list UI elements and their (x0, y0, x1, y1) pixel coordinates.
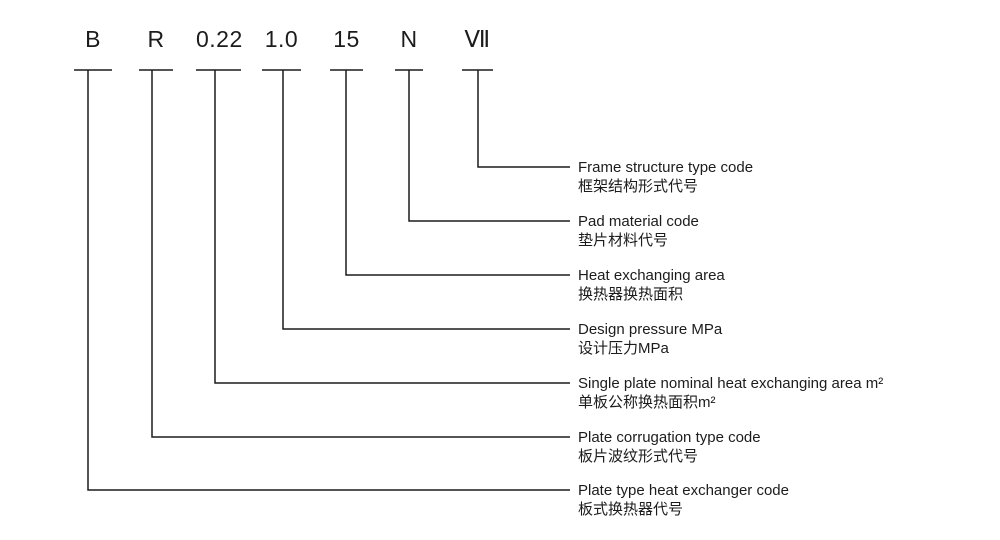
code-symbol-exchange-area: 15 (333, 26, 360, 52)
label-corrugation-zh: 板片波纹形式代号 (578, 448, 699, 465)
connector-line-design-pressure (262, 69, 570, 330)
label-pad-material-en: Pad material code (578, 213, 699, 230)
label-plate-area-en: Single plate nominal heat exchanging are… (578, 375, 884, 392)
label-corrugation: Plate corrugation type code 板片波纹形式代号 (578, 428, 761, 466)
label-pad-material: Pad material code 垫片材料代号 (578, 212, 699, 250)
code-symbol-frame-structure: Ⅶ (464, 26, 491, 52)
code-symbol-plate-area: 0.22 (196, 26, 243, 52)
connector-line-plate-area (196, 69, 570, 384)
label-exchange-area-en: Heat exchanging area (578, 267, 725, 284)
connector-line-pad-material (395, 69, 570, 222)
code-symbol-corrugation: R (147, 26, 165, 52)
label-frame-structure: Frame structure type code 框架结构形式代号 (578, 158, 753, 196)
connector-line-corrugation (139, 69, 570, 438)
label-plate-type-zh: 板式换热器代号 (578, 501, 684, 518)
label-corrugation-en: Plate corrugation type code (578, 429, 761, 446)
label-plate-area: Single plate nominal heat exchanging are… (578, 374, 883, 412)
connector-line-exchange-area (330, 69, 570, 276)
label-frame-structure-en: Frame structure type code (578, 159, 754, 176)
label-design-pressure-en: Design pressure MPa (578, 321, 723, 338)
label-exchange-area-zh: 换热器换热面积 (578, 286, 684, 303)
code-symbol-pad-material: N (400, 26, 418, 52)
label-design-pressure-zh: 设计压力MPa (578, 340, 669, 357)
label-plate-type-en: Plate type heat exchanger code (578, 482, 789, 499)
label-pad-material-zh: 垫片材料代号 (578, 232, 669, 249)
label-design-pressure: Design pressure MPa 设计压力MPa (578, 320, 722, 358)
code-symbol-plate-type: B (85, 26, 101, 52)
connector-line-frame-structure (462, 69, 570, 168)
connector-line-plate-type (74, 69, 570, 491)
code-symbol-design-pressure: 1.0 (264, 26, 299, 52)
label-frame-structure-zh: 框架结构形式代号 (578, 178, 699, 195)
label-exchange-area: Heat exchanging area 换热器换热面积 (578, 266, 725, 304)
label-plate-area-zh: 单板公称换热面积m² (578, 394, 716, 411)
label-plate-type: Plate type heat exchanger code 板式换热器代号 (578, 481, 789, 519)
